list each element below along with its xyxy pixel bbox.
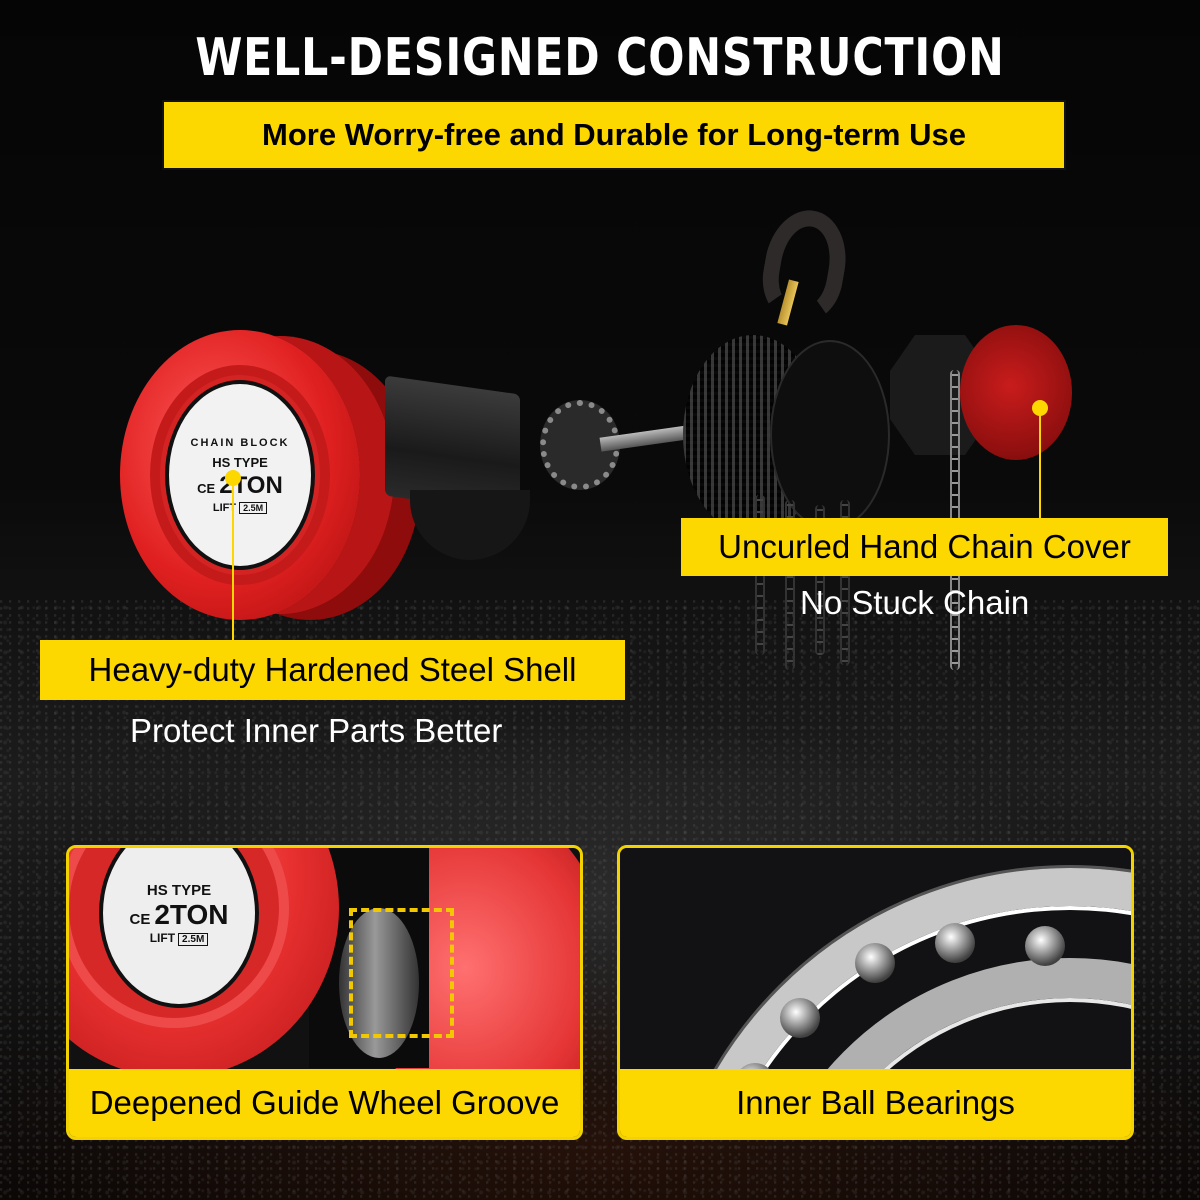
callout-steel-shell-subtitle: Protect Inner Parts Better <box>130 712 503 749</box>
closeup-ce-mark: CE <box>129 910 151 928</box>
bearing-ball-icon <box>780 998 820 1038</box>
subtitle-banner: More Worry-free and Durable for Long-ter… <box>162 100 1066 170</box>
bearing-ball-icon <box>935 923 975 963</box>
lift-value: 2.5M <box>239 501 268 514</box>
callout-leader-line <box>1039 408 1041 520</box>
callout-chain-cover-subtitle: No Stuck Chain <box>800 584 1030 621</box>
callout-chain-cover-title: Uncurled Hand Chain Cover <box>718 528 1131 565</box>
callout-steel-shell-title: Heavy-duty Hardened Steel Shell <box>88 651 577 688</box>
bearing-ball-icon <box>1025 926 1065 966</box>
closeup-label-type: HS TYPE <box>146 881 212 899</box>
closeup-lift-value: 2.5M <box>178 932 209 946</box>
panel-caption: Deepened Guide Wheel Groove <box>69 1069 580 1137</box>
ce-mark: CE <box>197 480 216 496</box>
load-chain-icon <box>785 500 795 670</box>
callout-leader-line <box>232 478 234 640</box>
highlight-dashed-box <box>349 908 454 1038</box>
lift-label: LIFT <box>212 501 237 514</box>
closeup-lift-label: LIFT <box>149 930 176 945</box>
bearing-ball-icon <box>855 943 895 983</box>
ball-bearing-closeup-image <box>620 848 1131 1137</box>
hoist-body-image <box>770 340 890 530</box>
subtitle-text: More Worry-free and Durable for Long-ter… <box>262 117 966 152</box>
feature-panel-ball-bearings: Inner Ball Bearings <box>617 845 1134 1140</box>
callout-chain-cover: Uncurled Hand Chain Cover <box>681 518 1168 576</box>
label-type: HS TYPE <box>212 454 268 470</box>
red-end-cap-image <box>960 325 1072 460</box>
label-brand: CHAIN BLOCK <box>190 436 290 449</box>
page-title: WELL-DESIGNED CONSTRUCTION <box>195 28 1005 88</box>
panel-caption: Inner Ball Bearings <box>620 1069 1131 1137</box>
load-chain-icon <box>840 500 850 665</box>
load-chain-icon <box>815 505 825 655</box>
callout-steel-shell: Heavy-duty Hardened Steel Shell <box>40 640 625 700</box>
closeup-label-capacity: 2TON <box>154 898 229 930</box>
